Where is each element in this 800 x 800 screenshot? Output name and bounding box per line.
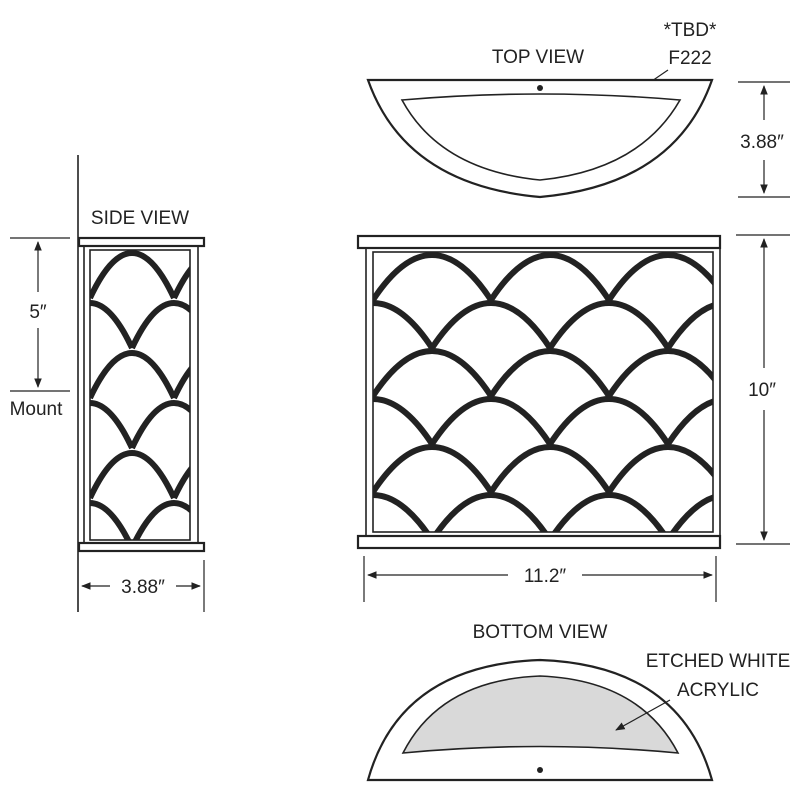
scale-arc (669, 494, 713, 532)
scale-arc (433, 492, 549, 532)
front-height-value: 10″ (748, 380, 776, 401)
scale-arc (373, 396, 435, 446)
scale-arc (373, 348, 494, 398)
scale-arc (90, 500, 132, 540)
top-depth-value: 3.88″ (740, 132, 784, 153)
top-inner-lens-outline (400, 93, 682, 181)
side-bottom-cap (77, 541, 206, 553)
scale-arc (488, 252, 612, 302)
side-scale-pattern (90, 250, 190, 540)
scale-arc (373, 444, 494, 494)
front-body-outline (365, 247, 721, 537)
scale-arc (665, 398, 713, 446)
side-view: SIDE VIEW 5″ Mount 3.88″ (10, 155, 206, 612)
finish-code-label: F222 (668, 48, 711, 69)
scale-arc (551, 492, 667, 532)
bottom-mounting-hole-icon (537, 767, 543, 773)
scale-arc (90, 350, 177, 400)
mount-offset-value: 5″ (29, 302, 47, 323)
side-depth-value: 3.88″ (121, 577, 165, 598)
side-top-cap (77, 236, 206, 248)
front-inner-frame (372, 251, 714, 533)
scale-arc (547, 300, 671, 350)
top-housing-outline (366, 78, 714, 199)
scale-arc (171, 265, 190, 300)
scale-arc (129, 300, 190, 350)
bottom-view-label: BOTTOM VIEW (473, 622, 608, 643)
scale-arc (373, 294, 376, 300)
scale-arc (429, 396, 553, 446)
scale-arc (606, 444, 713, 494)
front-view: 10″ 11.2″ (356, 234, 790, 602)
front-width-value: 11.2″ (524, 566, 567, 587)
lens-label-line1: ETCHED WHITE (646, 651, 791, 672)
scale-arc (171, 465, 190, 500)
front-top-cap (356, 234, 722, 250)
scale-arc (373, 252, 494, 302)
scale-arc (129, 400, 190, 450)
top-view: TOP VIEW *TBD* F222 3.88″ (366, 20, 790, 199)
side-body-outline (83, 245, 199, 544)
scale-arc (606, 252, 713, 302)
scale-arc (373, 492, 431, 532)
scale-arc (547, 396, 671, 446)
top-view-label: TOP VIEW (492, 47, 584, 68)
mount-label: Mount (10, 399, 64, 420)
scale-arc (606, 348, 713, 398)
scale-arc (171, 365, 190, 400)
mounting-hole-icon (537, 85, 543, 91)
lens-leader-arrow (615, 699, 671, 731)
lens-label-line2: ACRYLIC (677, 680, 759, 701)
scale-arc (373, 390, 376, 396)
front-bottom-cap (356, 534, 722, 550)
scale-arc (373, 486, 376, 492)
scale-arc (488, 444, 612, 494)
scale-arc (90, 300, 135, 350)
bottom-view: BOTTOM VIEW ETCHED WHITE ACRYLIC (366, 622, 791, 782)
scale-arc (132, 500, 190, 540)
scale-arc (488, 348, 612, 398)
scale-arc (90, 250, 177, 300)
side-view-label: SIDE VIEW (91, 208, 189, 229)
scale-arc (665, 302, 713, 350)
tbd-label: *TBD* (664, 20, 717, 41)
front-scale-pattern (373, 252, 713, 532)
scale-arc (429, 300, 553, 350)
scale-arc (373, 300, 435, 350)
scale-arc (90, 450, 177, 500)
scale-arc (90, 400, 135, 450)
etched-acrylic-lens (401, 675, 680, 754)
